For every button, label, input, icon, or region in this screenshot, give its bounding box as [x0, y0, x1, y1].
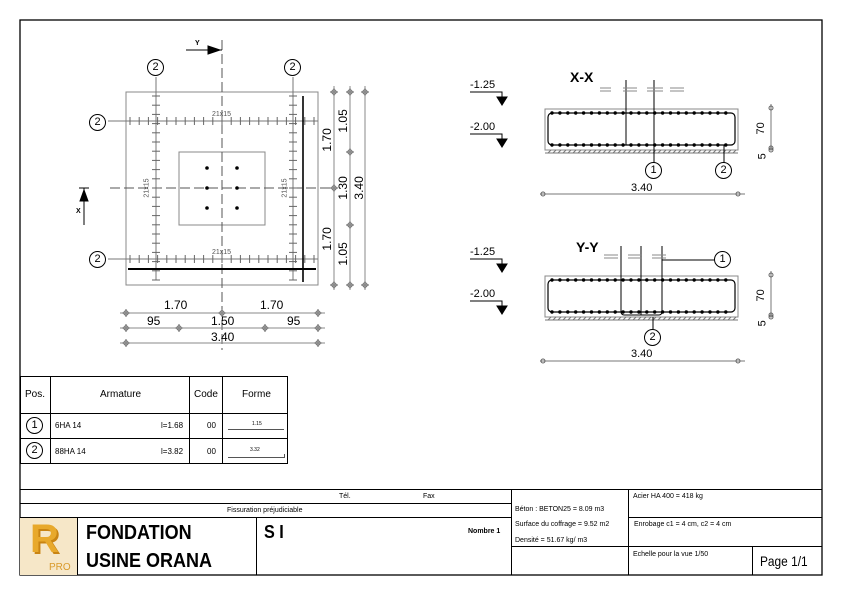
dim-label: 1.30: [335, 176, 350, 200]
dim-label: 1.70: [260, 298, 284, 312]
level-top: -1.25: [470, 246, 496, 258]
code: 00: [207, 447, 216, 456]
logo-pro: PRO: [49, 562, 71, 573]
section-x-x: [470, 80, 774, 197]
nombre: Nombre 1: [468, 528, 501, 535]
shape-dim: 1.15: [252, 421, 262, 427]
beton: Béton : BETON25 = 8.09 m3: [515, 506, 605, 513]
surface: Surface du coffrage = 9.52 m2: [515, 521, 610, 528]
shape-sketch: [228, 429, 284, 430]
fissuration: Fissuration préjudiciable: [227, 507, 303, 514]
dim-label: 1.05: [335, 109, 350, 133]
dim-label: 1.70: [319, 128, 334, 152]
section-label-y: Y: [195, 40, 200, 47]
cover-dim: 5: [756, 153, 769, 160]
code: 00: [207, 421, 216, 430]
bar-mark: 2: [89, 251, 106, 268]
fax-label: Fax: [423, 493, 435, 500]
bar-mark: 2: [89, 114, 106, 131]
densite: Densité = 51.67 kg/ m3: [515, 537, 588, 544]
spacing-label: 21x15: [212, 111, 232, 118]
dim-label: 3.40: [211, 330, 235, 344]
bar-mark: 1: [714, 251, 731, 268]
length: l=1.68: [161, 421, 184, 430]
section-title: X-X: [570, 69, 594, 85]
arrowhead-icon: [207, 45, 222, 55]
bar-mark: 2: [147, 59, 164, 76]
pos-mark: 2: [26, 442, 43, 459]
project-title-line1: FONDATION: [86, 522, 192, 544]
arrowhead-icon: [79, 188, 89, 202]
dim-label: 95: [287, 314, 301, 328]
revit-logo: R PRO: [20, 518, 77, 575]
project-title-line2: USINE ORANA: [86, 550, 213, 572]
table-header-pos: Pos.: [25, 389, 46, 400]
column-bars: [205, 166, 239, 210]
table-header-armature: Armature: [100, 389, 142, 400]
dimension-lines: [120, 86, 366, 344]
element-name: S I: [264, 522, 284, 542]
rebar-ticks: [129, 95, 315, 281]
pos-mark: 1: [26, 417, 43, 434]
spacing-label: 21x15: [281, 178, 289, 198]
length: l=3.82: [161, 447, 184, 456]
armature: 6HA 14: [55, 421, 82, 430]
acier: Acier HA 400 = 418 kg: [633, 493, 703, 500]
height-dim: 70: [754, 289, 767, 302]
dimension-marks: [122, 88, 369, 347]
spacing-label: 21x15: [143, 178, 151, 198]
enrobage: Enrobage c1 = 4 cm, c2 = 4 cm: [634, 521, 732, 528]
sections: [470, 80, 774, 364]
level-bottom: -2.00: [470, 288, 496, 300]
section-title: Y-Y: [576, 239, 599, 255]
bar-mark: 2: [284, 59, 301, 76]
dim-label: 95: [147, 314, 161, 328]
cover-dim: 5: [756, 320, 769, 327]
width-dim: 3.40: [631, 348, 653, 360]
dim-label: 1.70: [319, 227, 334, 251]
width-dim: 3.40: [631, 182, 653, 194]
shape-sketch: [228, 454, 285, 458]
section-y-y: [470, 246, 774, 364]
bar-mark: 2: [715, 162, 732, 179]
armature: 88HA 14: [55, 447, 86, 456]
level-top: -1.25: [470, 79, 496, 91]
logo-letter: R: [30, 517, 59, 561]
dim-label: 1.70: [164, 298, 188, 312]
bar-mark: 1: [645, 162, 662, 179]
height-dim: 70: [754, 122, 767, 135]
dim-label: 3.40: [351, 176, 366, 200]
page-number: Page 1/1: [760, 553, 808, 569]
bar-mark: 2: [644, 329, 661, 346]
foundation-plan: [79, 40, 369, 350]
sheet-frame: [19, 19, 823, 576]
tel-label: Tél.: [339, 493, 351, 500]
table-header-forme: Forme: [242, 389, 271, 400]
shape-dim: 3.32: [250, 447, 260, 453]
spacing-label: 21x15: [212, 249, 232, 256]
dim-label: 1.50: [211, 314, 235, 328]
table-header-code: Code: [194, 389, 218, 400]
section-label-x: X: [76, 208, 81, 215]
dim-label: 1.05: [335, 242, 350, 266]
echelle: Echelle pour la vue 1/50: [633, 551, 709, 558]
level-bottom: -2.00: [470, 121, 496, 133]
